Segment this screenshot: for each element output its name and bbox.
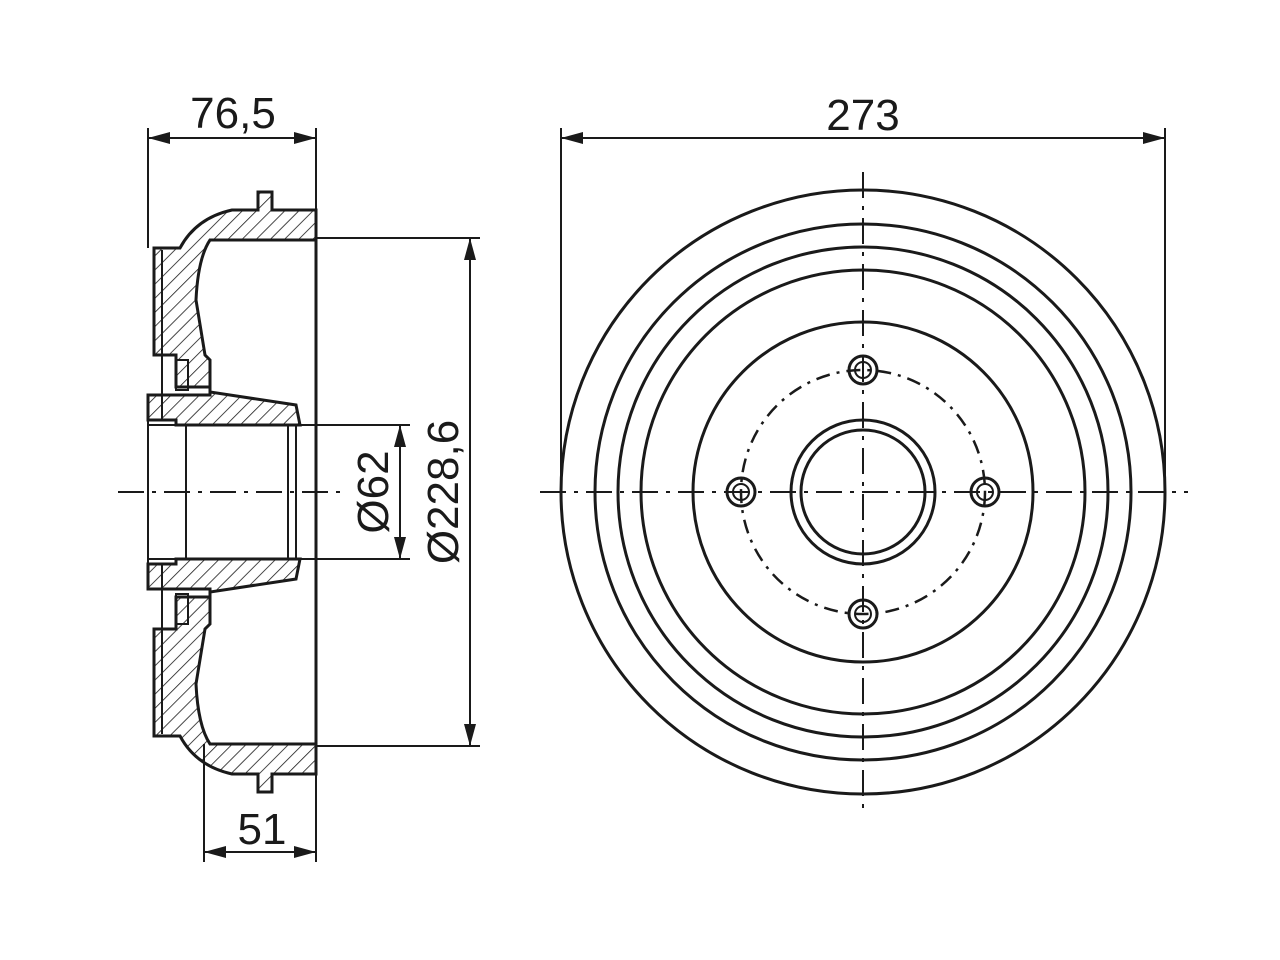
arrow-drum-bore-bottom: [464, 724, 476, 746]
stud-hole-lower: [175, 593, 189, 625]
upper-section-hatch: [146, 190, 318, 427]
arrow-width-inner-right: [294, 846, 316, 858]
dim-drum-bore-label: Ø228,6: [419, 420, 468, 564]
lower-section-hatch: [146, 557, 318, 794]
front-view: 273: [540, 91, 1188, 815]
arrow-outer-right: [1143, 132, 1165, 144]
dim-width-inner-label: 51: [238, 805, 287, 854]
arrow-outer-left: [561, 132, 583, 144]
side-section-view: 76,5 51 Ø62 Ø228,6: [118, 89, 480, 862]
stud-hole-upper: [175, 359, 189, 391]
arrow-width-total-right: [294, 132, 316, 144]
arrow-drum-bore-top: [464, 238, 476, 260]
arrow-hub-bore-bottom: [394, 537, 406, 559]
arrow-width-total-left: [148, 132, 170, 144]
arrow-hub-bore-top: [394, 425, 406, 447]
dim-width-total-label: 76,5: [190, 89, 276, 138]
dim-outer-diameter-label: 273: [826, 91, 899, 140]
dim-hub-bore-label: Ø62: [349, 450, 398, 533]
arrow-width-inner-left: [204, 846, 226, 858]
